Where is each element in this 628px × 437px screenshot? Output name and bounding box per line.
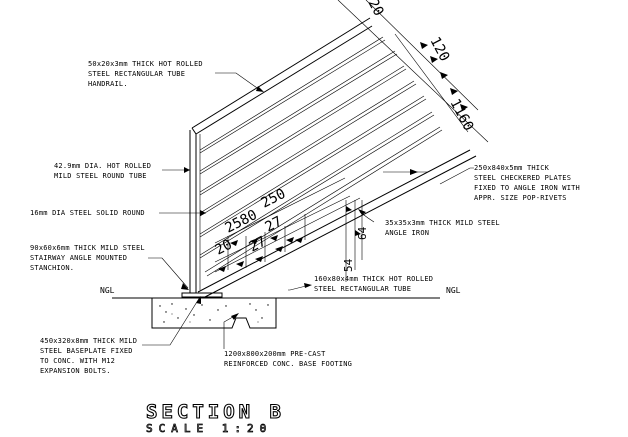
- baseplate: [181, 292, 223, 298]
- note-angle-iron: 35x35x3mm THICK MILD STEEL ANGLE IRON: [385, 219, 504, 237]
- concrete-hatch: [159, 303, 269, 323]
- dim-27b: 27: [247, 234, 269, 256]
- dim-54: 54: [342, 258, 355, 272]
- ngl-right-label: NGL: [446, 286, 461, 295]
- dim-27: 27: [263, 214, 285, 236]
- note-rect-tube: 160x80x4mm THICK HOT ROLLED STEEL RECTAN…: [314, 275, 438, 293]
- note-baseplate: 450x320x8mm THICK MILD STEEL BASEPLATE F…: [40, 337, 142, 375]
- dim-1160: 1160: [446, 96, 476, 133]
- footing-outline: [151, 298, 277, 329]
- ngl-left-label: NGL: [100, 286, 115, 295]
- handrail-top-line: [191, 17, 371, 129]
- note-handrail: 50x20x3mm THICK HOT ROLLED STEEL RECTANG…: [88, 60, 207, 88]
- upper-diagonal: [337, 0, 489, 143]
- note-round-tube: 42.9mm DIA. HOT ROLLED MILD STEEL ROUND …: [54, 162, 156, 180]
- dim-120: 120: [426, 34, 452, 64]
- section-scale: SCALE 1:20: [146, 422, 272, 435]
- note-stanchion: 90x60x6mm THICK MILD STEEL STAIRWAY ANGL…: [30, 244, 149, 272]
- note-checkered-plates: 250x840x5mm THICK STEEL CHECKERED PLATES…: [474, 164, 584, 202]
- upper-diagonal-2: [365, 0, 479, 111]
- section-title: SECTION B: [146, 401, 285, 423]
- dimension-chains: [214, 33, 469, 282]
- dim-20-top: 20: [364, 0, 386, 19]
- dim-250: 250: [259, 186, 289, 212]
- note-footing: 1200x800x200mm PRE-CAST REINFORCED CONC.…: [224, 350, 352, 368]
- stringer-top: [197, 149, 471, 293]
- stringer-bottom: [204, 155, 477, 298]
- dim-64: 64: [356, 226, 369, 240]
- dim-20: 20: [213, 237, 235, 259]
- dim-2580: 2580: [223, 207, 260, 237]
- note-solid-round: 16mm DIA STEEL SOLID ROUND: [30, 209, 145, 217]
- handrail-end-cap: [191, 127, 197, 135]
- handrail-bottom-line: [195, 25, 373, 135]
- leaders: [142, 72, 474, 349]
- base-footing: [112, 292, 440, 329]
- balustrade: [189, 0, 489, 298]
